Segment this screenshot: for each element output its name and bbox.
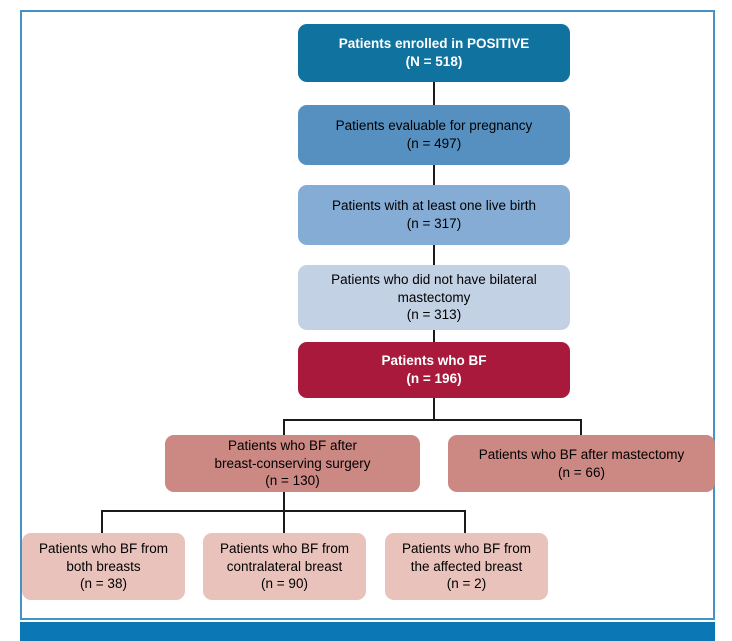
node-no-bilateral-mastectomy: Patients who did not have bilateral mast… bbox=[298, 265, 570, 330]
node-affected-line3: (n = 2) bbox=[446, 576, 487, 592]
node-bf-line2: (n = 196) bbox=[406, 371, 462, 386]
node-patients-live-birth: Patients with at least one live birth (n… bbox=[298, 185, 570, 245]
node-both-line3: (n = 38) bbox=[80, 576, 127, 592]
connector-bcs-split-stem bbox=[283, 492, 285, 512]
node-patients-who-bf: Patients who BF (n = 196) bbox=[298, 342, 570, 398]
connector-bf-split-horizontal bbox=[283, 419, 582, 421]
node-contra-line3: (n = 90) bbox=[261, 576, 308, 592]
node-bf-line1: Patients who BF bbox=[381, 353, 487, 369]
node-bcs-line3: (n = 130) bbox=[265, 473, 320, 489]
node-patients-enrolled: Patients enrolled in POSITIVE (N = 518) bbox=[298, 24, 570, 82]
node-both-line1: Patients who BF from bbox=[38, 540, 169, 556]
node-bf-after-mastectomy: Patients who BF after mastectomy (n = 66… bbox=[448, 435, 715, 492]
node-patients-evaluable: Patients evaluable for pregnancy (n = 49… bbox=[298, 105, 570, 165]
connector-bf-split-stem bbox=[433, 398, 435, 420]
node-contra-line1: Patients who BF from bbox=[219, 540, 350, 556]
connector-livebirth-to-nobilateral bbox=[433, 245, 435, 265]
node-contra-line2: contralateral breast bbox=[226, 558, 343, 574]
bottom-accent-bar bbox=[20, 622, 715, 641]
node-bf-from-affected-breast: Patients who BF from the affected breast… bbox=[385, 533, 548, 600]
connector-leaf-drop-affected bbox=[464, 510, 466, 534]
connector-enrolled-to-evaluable bbox=[433, 82, 435, 105]
node-bf-from-contralateral-breast: Patients who BF from contralateral breas… bbox=[203, 533, 366, 600]
node-evaluable-line1: Patients evaluable for pregnancy bbox=[335, 118, 533, 134]
connector-nobilateral-to-bf bbox=[433, 330, 435, 342]
connector-bf-split-right-drop bbox=[580, 419, 582, 435]
node-enrolled-line1: Patients enrolled in POSITIVE bbox=[338, 36, 530, 52]
node-bcs-line2: breast-conserving surgery bbox=[214, 455, 371, 471]
node-nobilateral-line1: Patients who did not have bilateral bbox=[331, 271, 537, 287]
node-bfmast-line1: Patients who BF after mastectomy bbox=[478, 446, 685, 462]
node-bf-from-both-breasts: Patients who BF from both breasts (n = 3… bbox=[22, 533, 185, 600]
node-nobilateral-line3: (n = 313) bbox=[406, 307, 462, 323]
connector-leaf-drop-both-breasts bbox=[101, 510, 103, 534]
node-both-line2: both breasts bbox=[66, 558, 141, 574]
connector-evaluable-to-livebirth bbox=[433, 165, 435, 185]
node-enrolled-line2: (N = 518) bbox=[405, 54, 463, 69]
node-evaluable-line2: (n = 497) bbox=[406, 136, 462, 151]
node-bcs-line1: Patients who BF after bbox=[227, 437, 358, 453]
connector-bf-split-left-drop bbox=[283, 419, 285, 435]
node-bf-after-breast-conserving-surgery: Patients who BF after breast-conserving … bbox=[165, 435, 420, 492]
connector-leaf-drop-contralateral bbox=[283, 510, 285, 534]
node-nobilateral-line2: mastectomy bbox=[397, 289, 471, 305]
node-livebirth-line2: (n = 317) bbox=[406, 216, 462, 231]
node-affected-line2: the affected breast bbox=[410, 558, 523, 574]
node-affected-line1: Patients who BF from bbox=[401, 540, 532, 556]
node-bfmast-line2: (n = 66) bbox=[558, 464, 605, 480]
node-livebirth-line1: Patients with at least one live birth bbox=[331, 198, 537, 214]
